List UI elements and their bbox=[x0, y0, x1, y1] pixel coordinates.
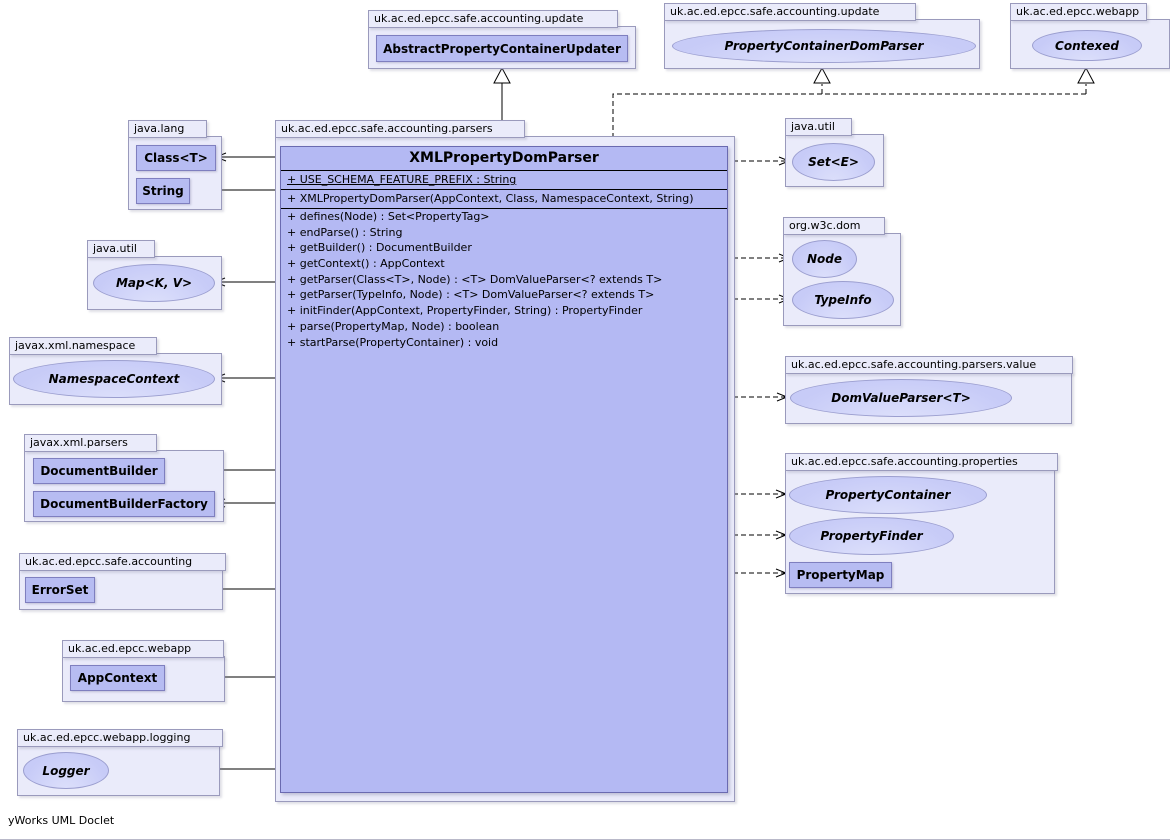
class-label: PropertyMap bbox=[796, 568, 885, 582]
package-name: java.util bbox=[93, 242, 137, 255]
package-tab-properties: uk.ac.ed.epcc.safe.accounting.properties bbox=[785, 453, 1058, 471]
package-name: java.util bbox=[791, 120, 835, 133]
package-name: java.lang bbox=[134, 122, 185, 135]
interface-label: TypeInfo bbox=[814, 293, 872, 307]
interface-label: Map<K, V> bbox=[115, 276, 193, 290]
package-tab-parsers: uk.ac.ed.epcc.safe.accounting.parsers bbox=[275, 120, 525, 138]
main-class-method: + getParser(TypeInfo, Node) : <T> DomVal… bbox=[287, 288, 655, 302]
package-tab-safe-accounting: uk.ac.ed.epcc.safe.accounting bbox=[19, 553, 226, 571]
class-label: Class<T> bbox=[144, 151, 208, 165]
interface-label: Logger bbox=[42, 763, 90, 778]
class-label: ErrorSet bbox=[31, 583, 89, 597]
class-property-map[interactable]: PropertyMap bbox=[789, 562, 892, 588]
class-label: AbstractPropertyContainerUpdater bbox=[383, 41, 621, 56]
interface-contexed[interactable]: Contexed bbox=[1032, 30, 1142, 61]
interface-label: PropertyContainer bbox=[825, 488, 951, 502]
package-name: javax.xml.parsers bbox=[30, 436, 128, 449]
package-name: uk.ac.ed.epcc.safe.accounting.update bbox=[670, 5, 880, 18]
interface-label: Contexed bbox=[1055, 38, 1119, 53]
main-class-method: + getParser(Class<T>, Node) : <T> DomVal… bbox=[287, 272, 663, 286]
edge-dep-dom-value-parser bbox=[733, 392, 789, 402]
ywork-doclet-caption: yWorks UML Doclet bbox=[8, 814, 115, 827]
package-tab-java-util-map: java.util bbox=[87, 240, 155, 258]
package-tab-webapp-logging: uk.ac.ed.epcc.webapp.logging bbox=[17, 729, 223, 747]
interface-label: PropertyFinder bbox=[820, 529, 923, 543]
class-class-t[interactable]: Class<T> bbox=[136, 145, 216, 171]
package-name: uk.ac.ed.epcc.webapp.logging bbox=[23, 731, 191, 744]
interface-label: Set<E> bbox=[808, 155, 859, 169]
main-class-method: + startParse(PropertyContainer) : void bbox=[287, 335, 499, 349]
edge-implements-property-container-dom-parser bbox=[612, 84, 1087, 146]
class-document-builder[interactable]: DocumentBuilder bbox=[33, 458, 165, 484]
edge-dep-property-finder bbox=[733, 530, 788, 540]
package-tab-org-w3c-dom: org.w3c.dom bbox=[783, 217, 885, 235]
package-name: uk.ac.ed.epcc.safe.accounting bbox=[25, 555, 193, 568]
interface-namespace-context[interactable]: NamespaceContext bbox=[13, 360, 215, 398]
edge-assoc-map bbox=[213, 277, 275, 287]
package-tab-javax-xml-parsers: javax.xml.parsers bbox=[24, 434, 157, 452]
main-class-xml-property-dom-parser[interactable]: XMLPropertyDomParser + USE_SCHEMA_FEATUR… bbox=[280, 146, 728, 793]
interface-node[interactable]: Node bbox=[792, 240, 857, 278]
edge-dep-node bbox=[733, 253, 791, 263]
class-string[interactable]: String bbox=[136, 178, 190, 204]
package-name: uk.ac.ed.epcc.safe.accounting.properties bbox=[791, 455, 1018, 468]
main-class-method: + endParse() : String bbox=[287, 225, 403, 239]
interface-property-finder[interactable]: PropertyFinder bbox=[789, 517, 954, 555]
main-class-method: + getContext() : AppContext bbox=[287, 257, 445, 271]
main-class-title: XMLPropertyDomParser bbox=[281, 147, 727, 171]
package-tab-update-top: uk.ac.ed.epcc.safe.accounting.update bbox=[368, 10, 618, 28]
interface-label: Node bbox=[806, 252, 842, 266]
interface-dom-value-parser[interactable]: DomValueParser<T> bbox=[790, 379, 1012, 417]
class-app-context[interactable]: AppContext bbox=[70, 665, 165, 691]
interface-label: NamespaceContext bbox=[48, 372, 180, 386]
package-tab-webapp-top: uk.ac.ed.epcc.webapp bbox=[1010, 3, 1147, 21]
package-tab-parsers-value: uk.ac.ed.epcc.safe.accounting.parsers.va… bbox=[785, 356, 1073, 374]
package-name: org.w3c.dom bbox=[789, 219, 861, 232]
package-name: uk.ac.ed.epcc.safe.accounting.parsers bbox=[281, 122, 493, 135]
package-tab-java-lang: java.lang bbox=[128, 120, 207, 138]
edge-dep-type-info bbox=[733, 294, 791, 304]
class-document-builder-factory[interactable]: DocumentBuilderFactory bbox=[33, 491, 215, 517]
main-class-method: + getBuilder() : DocumentBuilder bbox=[287, 241, 472, 255]
interface-property-container-dom-parser[interactable]: PropertyContainerDomParser bbox=[672, 29, 976, 63]
package-tab-java-util-set: java.util bbox=[785, 118, 852, 136]
package-tab-webapp: uk.ac.ed.epcc.webapp bbox=[62, 640, 224, 658]
class-abstract-property-container-updater[interactable]: AbstractPropertyContainerUpdater bbox=[376, 35, 628, 62]
class-label: DocumentBuilder bbox=[40, 464, 158, 478]
main-class-field: + USE_SCHEMA_FEATURE_PREFIX : String bbox=[281, 171, 727, 190]
main-class-method: + initFinder(AppContext, PropertyFinder,… bbox=[287, 304, 643, 318]
class-label: DocumentBuilderFactory bbox=[40, 497, 208, 511]
package-name: uk.ac.ed.epcc.safe.accounting.parsers.va… bbox=[791, 358, 1037, 371]
interface-map[interactable]: Map<K, V> bbox=[93, 264, 215, 302]
edge-realization-arrowheads bbox=[813, 66, 1095, 84]
main-class-method: + defines(Node) : Set<PropertyTag> bbox=[287, 210, 490, 223]
package-name: javax.xml.namespace bbox=[15, 339, 136, 352]
package-name: uk.ac.ed.epcc.safe.accounting.update bbox=[374, 12, 584, 25]
package-tab-javax-xml-namespace: javax.xml.namespace bbox=[9, 337, 157, 355]
class-label: String bbox=[142, 184, 184, 198]
class-error-set[interactable]: ErrorSet bbox=[25, 577, 95, 603]
edge-dep-property-container bbox=[733, 489, 788, 499]
edge-assoc-document-builder-factory bbox=[213, 498, 275, 508]
package-tab-update-iface: uk.ac.ed.epcc.safe.accounting.update bbox=[664, 3, 916, 21]
interface-property-container[interactable]: PropertyContainer bbox=[789, 476, 987, 514]
edge-assoc-class-t bbox=[214, 152, 275, 162]
edge-dep-property-map bbox=[733, 568, 788, 578]
edge-dep-set bbox=[733, 156, 791, 166]
interface-set[interactable]: Set<E> bbox=[792, 143, 875, 181]
interface-logger[interactable]: Logger bbox=[23, 752, 109, 789]
class-label: AppContext bbox=[77, 671, 158, 685]
edge-assoc-namespace-context bbox=[213, 373, 275, 383]
main-class-method: + parse(PropertyMap, Node) : boolean bbox=[287, 319, 500, 333]
interface-type-info[interactable]: TypeInfo bbox=[792, 281, 894, 319]
package-name: uk.ac.ed.epcc.webapp bbox=[1016, 5, 1140, 18]
interface-label: PropertyContainerDomParser bbox=[724, 39, 924, 53]
main-class-constructor: + XMLPropertyDomParser(AppContext, Class… bbox=[281, 190, 727, 209]
package-name: uk.ac.ed.epcc.webapp bbox=[68, 642, 192, 655]
interface-label: DomValueParser<T> bbox=[831, 391, 971, 405]
